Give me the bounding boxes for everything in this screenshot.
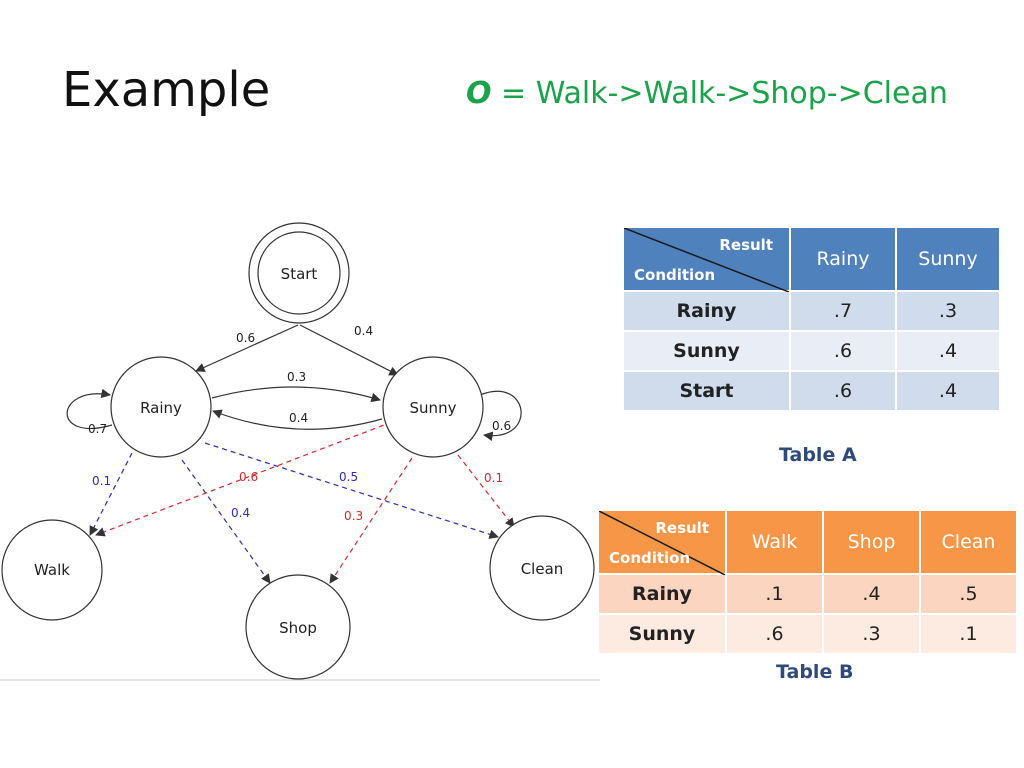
edge-sunny-self (479, 390, 522, 442)
table-a-cell: .4 (895, 330, 1001, 372)
hmm-state-diagram: Start Rainy Sunny Walk Shop Clean 0.6 0.… (0, 222, 600, 681)
node-clean (489, 515, 595, 621)
corner-diagonal-line (624, 228, 789, 292)
edge-rainy-shop (181, 459, 271, 584)
corner-diagonal-line (599, 511, 725, 575)
node-sunny (382, 356, 484, 458)
prob-rainy-shop: 0.4 (231, 506, 250, 520)
edge-rainy-walk (89, 452, 133, 536)
prob-rainy-self: 0.7 (88, 422, 107, 436)
table-b-caption: Table B (776, 661, 854, 683)
table-b-col-header: Shop (822, 509, 921, 575)
prob-start-rainy: 0.6 (236, 331, 255, 345)
edge-rainy-self (66, 388, 113, 430)
table-a-row-header: Start (622, 370, 791, 412)
node-clean-label: Clean (521, 560, 564, 578)
table-a-cell: .6 (789, 370, 897, 412)
edge-sunny-walk (95, 421, 393, 537)
node-shop (245, 574, 351, 680)
prob-sunny-clean: 0.1 (484, 471, 503, 485)
prob-sunny-self: 0.6 (492, 419, 511, 433)
prob-rainy-sunny: 0.3 (287, 370, 306, 384)
node-sunny-label: Sunny (410, 399, 457, 417)
observation-text: = Walk->Walk->Shop->Clean (491, 76, 948, 111)
edge-sunny-shop (329, 457, 413, 584)
table-a-col-header: Sunny (895, 226, 1001, 292)
node-walk-label: Walk (34, 561, 70, 579)
table-b-cell: .4 (822, 573, 921, 615)
edge-start-rainy (195, 324, 299, 372)
corner-condition-label: Condition (609, 549, 691, 567)
prob-sunny-walk: 0.6 (239, 470, 258, 484)
table-a-row-header: Rainy (622, 290, 791, 332)
corner-result-label: Result (655, 519, 709, 537)
table-b-col-header: Walk (725, 509, 824, 575)
table-a-corner-header: Result Condition (622, 226, 791, 292)
table-a-row-header: Sunny (622, 330, 791, 372)
prob-start-sunny: 0.4 (354, 324, 373, 338)
prob-rainy-walk: 0.1 (92, 474, 111, 488)
node-rainy-label: Rainy (140, 399, 182, 417)
table-a-cell: .4 (895, 370, 1001, 412)
observation-sequence: O = Walk->Walk->Shop->Clean (466, 76, 948, 111)
edge-sunny-clean (457, 454, 515, 528)
node-start-inner (257, 231, 341, 315)
table-a-caption: Table A (779, 444, 857, 466)
table-b-cell: .1 (725, 573, 824, 615)
table-b-corner-header: Result Condition (597, 509, 727, 575)
edge-start-sunny (299, 324, 399, 376)
prob-sunny-rainy: 0.4 (289, 411, 308, 425)
node-rainy (110, 356, 212, 458)
prob-rainy-clean: 0.5 (339, 470, 358, 484)
table-b-cell: .6 (725, 613, 824, 655)
prob-sunny-shop: 0.3 (344, 509, 363, 523)
observation-symbol: O (466, 76, 492, 111)
node-shop-label: Shop (279, 619, 317, 637)
table-b-cell: .3 (822, 613, 921, 655)
table-a-cell: .6 (789, 330, 897, 372)
table-b-cell: .1 (919, 613, 1018, 655)
table-b-row-header: Rainy (597, 573, 727, 615)
table-a-cell: .3 (895, 290, 1001, 332)
slide-title: Example (62, 62, 271, 118)
node-start-label: Start (281, 265, 318, 283)
edge-rainy-sunny (211, 386, 381, 403)
edge-sunny-rainy (212, 409, 383, 430)
corner-result-label: Result (719, 236, 773, 254)
node-walk (1, 519, 103, 621)
corner-condition-label: Condition (634, 266, 716, 284)
table-b-cell: .5 (919, 573, 1018, 615)
table-b-col-header: Clean (919, 509, 1018, 575)
table-b-emission-probabilities: Result Condition Walk Shop Clean Rainy .… (597, 509, 1018, 655)
table-a-transition-probabilities: Result Condition Rainy Sunny Rainy .7 .3… (622, 226, 1001, 412)
table-a-col-header: Rainy (789, 226, 897, 292)
table-b-row-header: Sunny (597, 613, 727, 655)
table-a-cell: .7 (789, 290, 897, 332)
edge-rainy-clean (204, 442, 499, 539)
